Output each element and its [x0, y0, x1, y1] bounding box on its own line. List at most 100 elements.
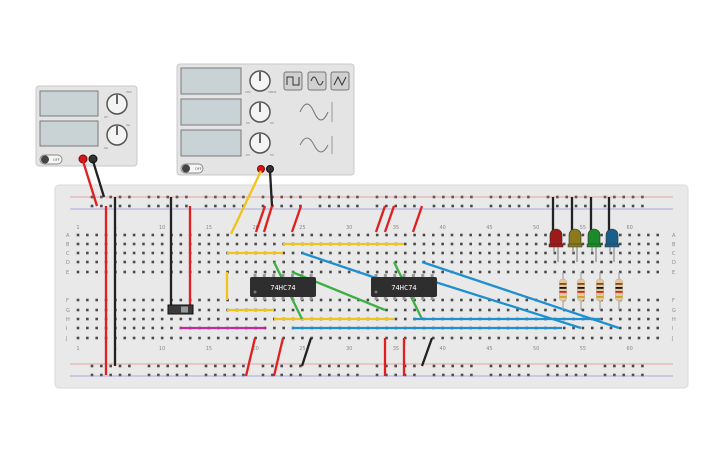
chip-pin: [290, 274, 294, 277]
column-label: 35: [393, 225, 399, 231]
fg-scale-5: 5V: [270, 153, 275, 157]
column-label: 15: [206, 346, 212, 352]
voltage-display: [39, 90, 99, 117]
column-label: 15: [206, 225, 212, 231]
fg-scale-3: 5V: [270, 121, 275, 125]
column-label: 40: [439, 225, 445, 231]
wire-red-chip1-c[interactable]: [290, 205, 303, 233]
offset-wave-graphic: [299, 136, 333, 154]
wire-red-chip2-b[interactable]: [383, 205, 396, 233]
column-label: 40: [439, 346, 445, 352]
wire-fg-yellow[interactable]: [229, 170, 263, 235]
chip-pin: [402, 274, 406, 277]
column-label: 30: [346, 225, 352, 231]
column-label: 35: [393, 346, 399, 352]
chip-pin: [253, 274, 257, 277]
wire-blue-1[interactable]: [301, 251, 386, 283]
wire-red-bottom-1[interactable]: [244, 337, 257, 377]
wire-fg-black[interactable]: [268, 170, 274, 207]
chip-pin: [374, 297, 378, 300]
row-label: A: [66, 233, 70, 239]
row-label: C: [66, 251, 70, 257]
ic-chip-2[interactable]: 74HC74: [371, 277, 437, 297]
chip-pin: [253, 297, 257, 300]
row-label: C: [672, 251, 676, 257]
chip-pin: [309, 274, 313, 277]
amplitude-display: [180, 98, 242, 126]
resistor[interactable]: [615, 272, 623, 310]
row-label: D: [672, 260, 676, 266]
column-label: 45: [486, 346, 492, 352]
chip-pin: [272, 274, 276, 277]
resistors[interactable]: [559, 272, 623, 310]
sine-wave-icon[interactable]: [307, 71, 327, 91]
row-label: F: [66, 298, 69, 304]
ic-chip-1[interactable]: 74HC74: [250, 277, 316, 297]
chip-pin: [402, 297, 406, 300]
chip-pin: [272, 297, 276, 300]
offset-display: [180, 129, 242, 157]
chip-pin: [430, 274, 434, 277]
wire-black-bottom-1[interactable]: [300, 337, 313, 367]
column-label: 20: [252, 346, 258, 352]
wire-ps-red[interactable]: [81, 160, 99, 207]
chip-pin: [281, 274, 285, 277]
wire-red-chip2-c[interactable]: [411, 205, 424, 233]
row-label: F: [672, 298, 675, 304]
wire-red-bottom-2[interactable]: [272, 337, 285, 377]
ps-scale-2: 0A: [104, 146, 109, 150]
chip-1-label: 74HC74: [270, 284, 295, 292]
wire-blue-2[interactable]: [431, 279, 582, 330]
dc-power-supply[interactable]: 0V 30V 0A 3A OFF: [35, 85, 138, 167]
wire-blue-3[interactable]: [421, 260, 620, 330]
chip-pin: [421, 274, 425, 277]
chip-pin: [411, 297, 415, 300]
amplitude-wave-graphic: [299, 102, 333, 122]
slide-switch[interactable]: [167, 304, 194, 315]
chip-pin: [281, 297, 285, 300]
column-label: 30: [346, 346, 352, 352]
resistor[interactable]: [577, 272, 585, 310]
chip-pin: [383, 297, 387, 300]
chip-pin: [300, 297, 304, 300]
wires[interactable]: [81, 160, 620, 377]
square-wave-icon[interactable]: [283, 71, 303, 91]
column-labels: 1155101015152020252530303535404045455050…: [76, 225, 632, 352]
led[interactable]: [567, 228, 583, 262]
triangle-wave-icon[interactable]: [330, 71, 350, 91]
column-label: 60: [626, 346, 632, 352]
led[interactable]: [548, 228, 564, 262]
leds[interactable]: [548, 228, 620, 262]
chip-pin: [393, 274, 397, 277]
resistor[interactable]: [559, 272, 567, 310]
chip-pin: [430, 297, 434, 300]
column-label: 50: [533, 346, 539, 352]
chip-pin: [262, 274, 266, 277]
wire-ps-black[interactable]: [91, 160, 106, 198]
fg-scale-0: 1Hz: [245, 90, 251, 94]
led[interactable]: [604, 228, 620, 262]
chip-pin: [421, 297, 425, 300]
wire-red-chip2-a[interactable]: [374, 205, 387, 233]
chip-pin: [374, 274, 378, 277]
row-label: D: [66, 260, 70, 266]
wire-red-chip1-a[interactable]: [254, 205, 267, 233]
row-label: I: [66, 326, 67, 332]
chip-pin: [393, 297, 397, 300]
chip-pin: [309, 297, 313, 300]
column-label: 60: [626, 225, 632, 231]
led[interactable]: [586, 228, 602, 262]
row-label: A: [672, 233, 676, 239]
resistor[interactable]: [596, 272, 604, 310]
row-label: G: [66, 308, 70, 314]
row-label: B: [672, 242, 676, 248]
function-generator[interactable]: 1Hz 1MHz 0V 5V -5V 5V OFF: [176, 63, 355, 176]
wire-red-chip1-b[interactable]: [262, 205, 274, 233]
fg-scale-2: 0V: [246, 121, 251, 125]
ps-scale-3: 3A: [126, 123, 131, 127]
wire-black-bottom-2[interactable]: [420, 337, 434, 367]
ps-switch-label: OFF: [53, 158, 60, 162]
row-label: B: [66, 242, 70, 248]
chip-pin: [411, 274, 415, 277]
